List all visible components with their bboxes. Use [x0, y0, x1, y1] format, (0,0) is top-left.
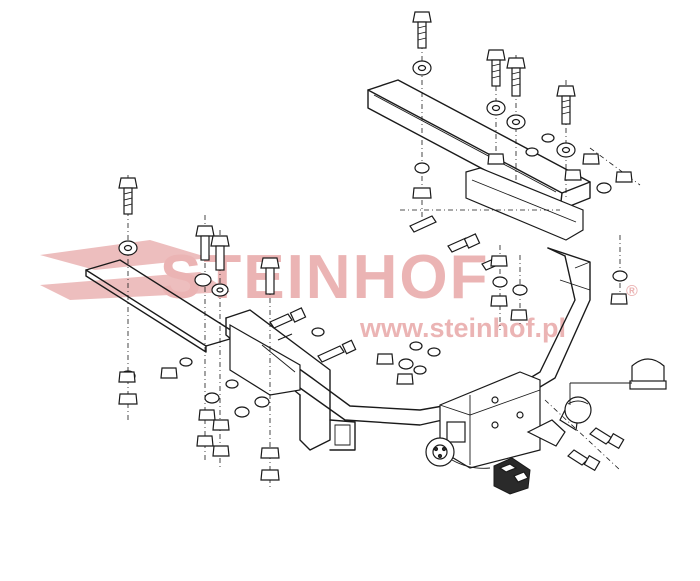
right-mounting-plate	[465, 167, 584, 241]
bolt-stack-g	[254, 257, 280, 481]
left-horizontal-bolts	[269, 307, 357, 363]
bolt-stack-d	[541, 85, 633, 194]
bolt-stack-f	[194, 225, 250, 457]
ball-bolts	[567, 427, 625, 472]
bolt-stack-a	[412, 11, 432, 199]
centre-nut-row	[376, 341, 441, 385]
electric-socket	[425, 437, 491, 469]
watermark-registered: ®	[626, 283, 638, 300]
bolt-stack-c	[506, 57, 539, 157]
left-mounting-plate	[229, 323, 301, 396]
steinhof-watermark: STEINHOF ® www.steinhof.pl	[40, 240, 638, 343]
left-nuts-group	[118, 357, 193, 383]
watermark-brand: STEINHOF	[160, 243, 489, 312]
wiring-plug-connector	[493, 457, 531, 495]
bolt-stack-b	[486, 49, 506, 165]
watermark-url: www.steinhof.pl	[359, 313, 566, 343]
right-horizontal-bolts	[409, 215, 628, 321]
ball-cover-cap	[569, 358, 667, 405]
ball-mount-bracket	[439, 371, 541, 469]
